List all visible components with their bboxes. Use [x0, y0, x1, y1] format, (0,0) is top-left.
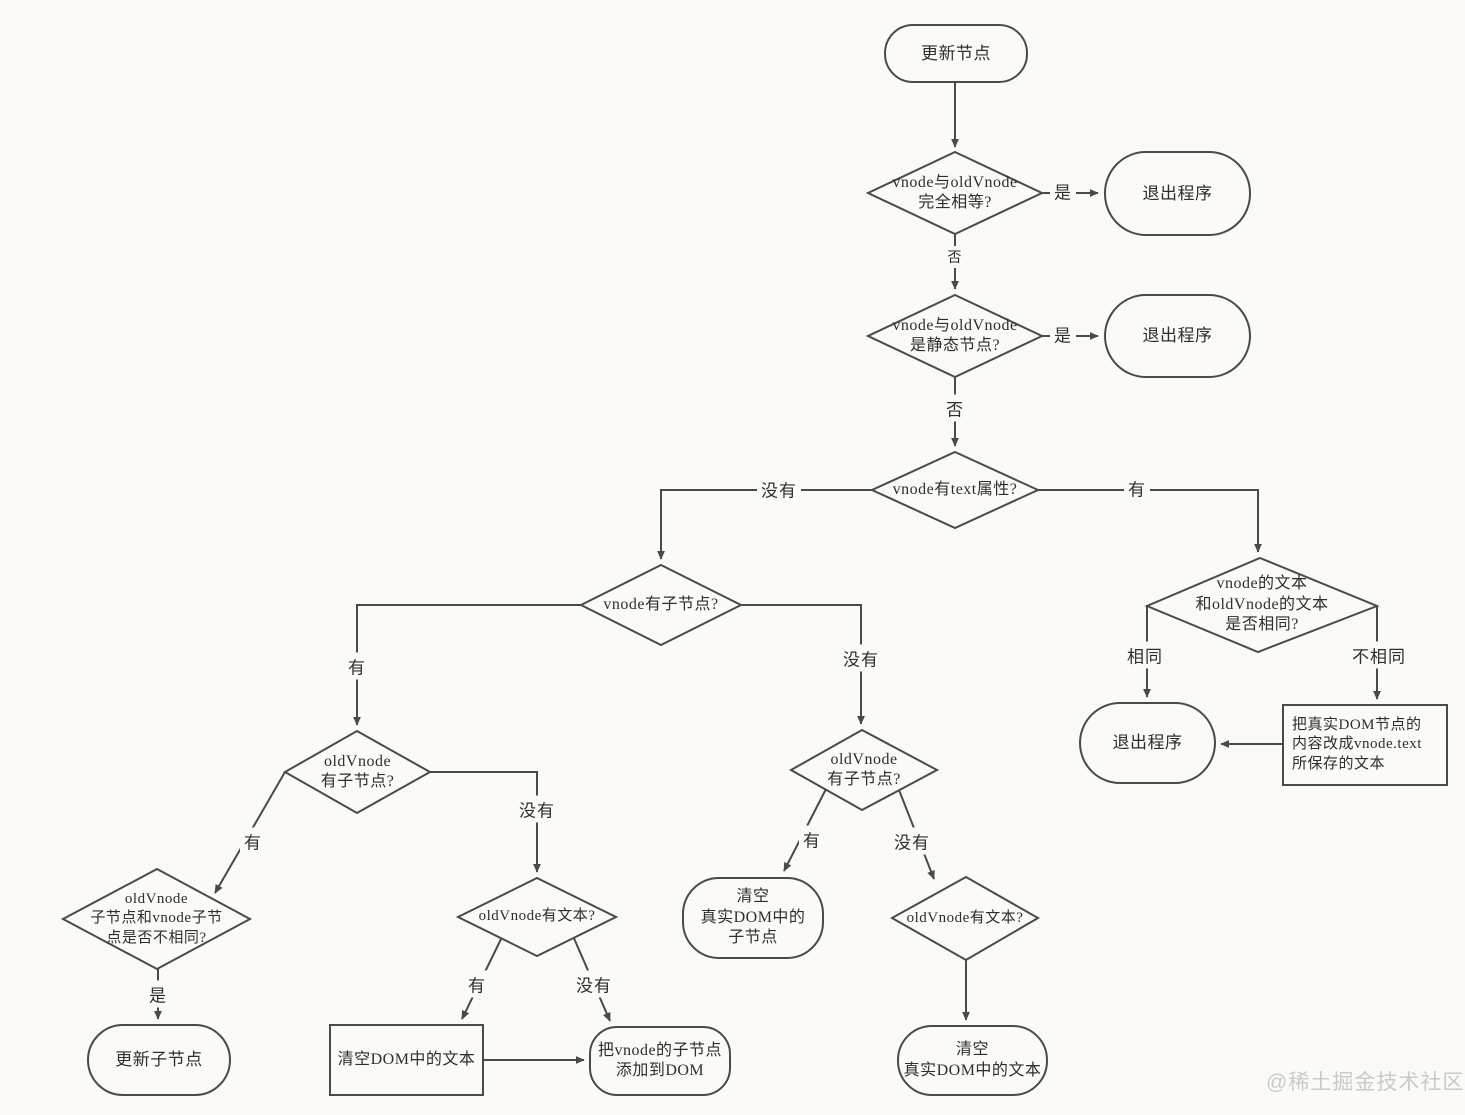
decision-oldvnode-text-left-label: oldVnode有文本?: [478, 908, 596, 925]
edge-label-static-yes: 是: [1050, 320, 1076, 348]
decision-static-node: [865, 293, 1045, 379]
add-children-terminal: [589, 1026, 731, 1096]
clear-real-children-label: 清空 真实DOM中的 子节点: [700, 888, 806, 947]
decision-oldvnode-text-right-label: oldVnode有文本?: [906, 909, 1024, 926]
decision-vnode-has-children-label: vnode有子节点?: [603, 595, 719, 613]
decision-oldvnode-children-left-label: oldVnode 有子节点?: [320, 752, 395, 790]
decision-children-different: [60, 867, 253, 971]
set-dom-text-process: [1282, 704, 1448, 786]
decision-oldvnode-text-right: [889, 875, 1041, 962]
edge-label-children-no: 没有: [839, 644, 883, 672]
add-children-label: 把vnode的子节点 添加到DOM: [597, 1041, 723, 1079]
decision-text-same: [1144, 556, 1380, 654]
clear-real-children-terminal: [682, 877, 824, 959]
set-dom-text-label: 把真实DOM节点的 内容改成vnode.text 所保存的文本: [1292, 717, 1422, 772]
exit-label-1: 退出程序: [1142, 183, 1213, 203]
edge-label-not-same: 不相同: [1348, 641, 1410, 669]
edge-label-static-no: 否: [942, 394, 968, 422]
decision-oldvnode-children-right: [788, 728, 940, 812]
decision-oldvnode-text-left: [455, 876, 619, 958]
edge-text-no: [657, 489, 872, 560]
juejin-watermark: @稀土掘金技术社区: [1266, 1071, 1465, 1094]
decision-vnode-has-text-label: vnode有text属性?: [892, 480, 1018, 498]
decision-text-same-label: vnode的文本 和oldVnode的文本 是否相同?: [1195, 575, 1329, 634]
edge-label-text-no: 没有: [757, 475, 801, 503]
decision-oldvnode-children-right-label: oldVnode 有子节点?: [827, 750, 901, 788]
edge-label-oldchildren-r-yes: 有: [799, 825, 825, 853]
clear-dom-text-process: [329, 1024, 484, 1096]
edge-label-diff-yes: 是: [145, 980, 171, 1008]
edge-label-oldchildren-l-yes: 有: [240, 827, 266, 855]
exit-label-2: 退出程序: [1142, 326, 1213, 346]
edge-label-oldchildren-l-no: 没有: [515, 795, 559, 823]
start-terminal: [884, 24, 1028, 83]
clear-dom-text-label: 清空DOM中的文本: [337, 1050, 476, 1068]
decision-vnode-equal-label: vnode与oldVnode 完全相等?: [892, 173, 1018, 211]
exit-label-3: 退出程序: [1112, 733, 1183, 753]
clear-real-text-terminal: [897, 1025, 1048, 1096]
edge-text-yes: [1038, 489, 1262, 553]
start-label: 更新节点: [921, 43, 991, 63]
exit-terminal-1: [1104, 151, 1251, 236]
clear-real-text-label: 清空 真实DOM中的文本: [903, 1041, 1042, 1079]
decision-vnode-has-children: [578, 563, 744, 647]
edge-label-oldtext-l-no: 没有: [572, 970, 616, 998]
edge-label-text-yes: 有: [1124, 474, 1150, 502]
decision-vnode-equal: [865, 150, 1045, 236]
edge-label-equal-yes: 是: [1050, 177, 1076, 205]
decision-static-node-label: vnode与oldVnode 是静态节点?: [892, 316, 1018, 354]
edge-label-same: 相同: [1123, 641, 1167, 669]
decision-children-different-label: oldVnode 子节点和vnode子节 点是否不相同?: [90, 891, 223, 946]
edge-oldchildren-l-no: [430, 771, 541, 873]
edge-label-oldchildren-r-no: 没有: [890, 827, 934, 855]
edge-children-yes: [353, 604, 581, 726]
decision-oldvnode-children-left: [282, 729, 433, 815]
edge-label-children-yes: 有: [344, 652, 370, 680]
edge-label-oldtext-l-yes: 有: [464, 970, 490, 998]
update-children-terminal: [87, 1024, 231, 1096]
update-children-label: 更新子节点: [115, 1050, 203, 1070]
edge-label-equal-no: 否: [943, 246, 967, 268]
exit-terminal-2: [1104, 294, 1251, 378]
exit-terminal-3: [1079, 702, 1216, 784]
decision-vnode-has-text: [869, 450, 1041, 530]
edge-children-no: [741, 604, 865, 725]
